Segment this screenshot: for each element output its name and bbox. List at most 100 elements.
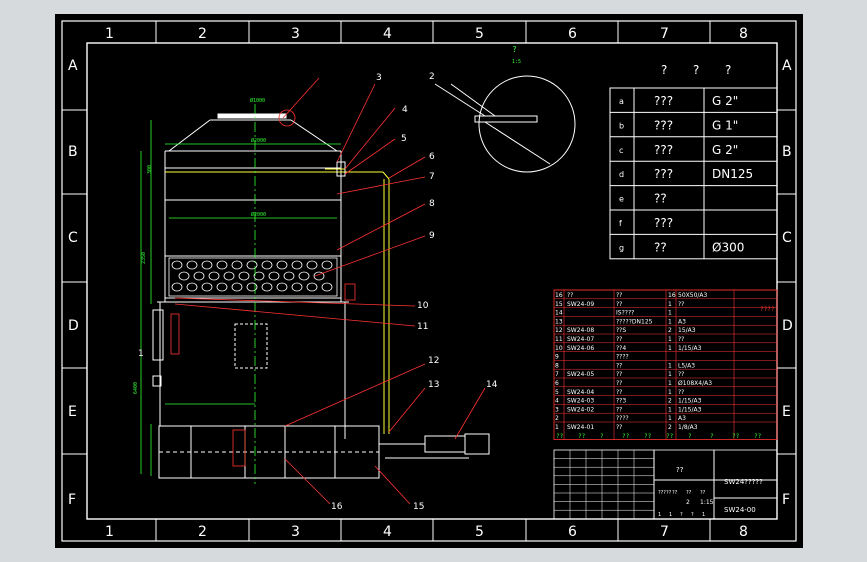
bom-no: 5	[555, 389, 559, 396]
title-sheet-cell: 1	[658, 512, 661, 518]
title-sheet-cell: 1	[669, 512, 672, 518]
svg-text:300: 300	[147, 165, 153, 174]
callout-1: 1	[138, 349, 144, 359]
nozzle-spec: DN125	[712, 167, 753, 181]
grid-row-label: F	[782, 492, 790, 508]
grid-col-label: 3	[291, 524, 300, 540]
bom-material: A3	[678, 318, 686, 325]
bom-qty: 1	[668, 380, 672, 387]
bom-header: ??	[622, 433, 630, 440]
bom-code: SW24-05	[567, 371, 594, 378]
bom-name: ????	[616, 354, 629, 361]
grid-row-label: E	[782, 404, 791, 420]
packing-ring	[276, 282, 288, 292]
bom-header: ??	[644, 433, 652, 440]
grid-col-label: 2	[198, 524, 207, 540]
bom-no: 1	[555, 424, 559, 431]
nozzle-name: ???	[654, 118, 673, 132]
bom-qty: 16	[668, 292, 676, 299]
leader-lines	[170, 77, 486, 505]
grid-row-label: C	[782, 230, 792, 246]
bom-qty: 1	[668, 310, 672, 317]
bom-code: SW24-09	[567, 301, 594, 308]
packing-ring	[216, 282, 228, 292]
bom-name: ??	[616, 389, 622, 396]
grid-col-label: 4	[383, 26, 392, 42]
bom-no: 7	[555, 371, 559, 378]
bom-material: 1/15/A3	[678, 406, 702, 413]
packing-ring	[231, 282, 243, 292]
bom-name: ????	[616, 415, 629, 422]
title-project: SW24?????	[724, 478, 763, 486]
dimension-lines	[140, 104, 341, 484]
grid-col-label: 3	[291, 26, 300, 42]
bom-name: ??	[616, 362, 622, 369]
callout-2: 2	[429, 72, 435, 82]
svg-text:6400: 6400	[133, 382, 139, 394]
packing-ring	[261, 260, 273, 270]
bom-header: ??	[666, 433, 674, 440]
grid-row-label: B	[782, 144, 792, 160]
bom-no: 14	[555, 310, 563, 317]
bom-qty: 1	[668, 406, 672, 413]
packing-layer	[168, 257, 338, 297]
title-scale-value: 1:15	[700, 499, 714, 506]
bom-material: ??	[678, 389, 684, 396]
grid-col-label: 5	[475, 26, 484, 42]
packing-ring	[253, 271, 265, 281]
bom-material: ??	[678, 371, 684, 378]
bom-name: ??	[616, 371, 622, 378]
packing-ring	[276, 260, 288, 270]
bom-qty: 1	[668, 371, 672, 378]
bom-frame	[553, 289, 778, 441]
packing-ring	[186, 282, 198, 292]
bom-code: SW24-07	[567, 336, 594, 343]
tower-elevation	[152, 113, 490, 479]
bom-no: 12	[555, 327, 563, 334]
bom-no: 15	[555, 301, 563, 308]
packing-ring	[238, 271, 250, 281]
callout-8: 8	[429, 199, 435, 209]
bom-material: 15/A3	[678, 327, 696, 334]
nozzle-mark: a	[619, 97, 624, 106]
bom-code: SW24-06	[567, 345, 594, 352]
packing-ring	[261, 282, 273, 292]
callout-5: 5	[401, 134, 407, 144]
nozzle-mark: b	[619, 121, 624, 130]
callout-14: 14	[486, 380, 498, 390]
grid-row-label: D	[68, 318, 79, 334]
packing-ring	[321, 260, 333, 270]
packing-ring	[201, 260, 213, 270]
bom-qty: 1	[668, 415, 672, 422]
detail-scale: 1:5	[512, 59, 521, 65]
bom-qty: 1	[668, 318, 672, 325]
bom-qty: 1	[668, 336, 672, 343]
grid-col-label: 7	[660, 26, 669, 42]
grid-row-label: F	[68, 492, 76, 508]
packing-ring	[291, 282, 303, 292]
bom-name: ??	[616, 292, 622, 299]
nozzle-name: ??	[654, 192, 667, 206]
bom-name: ??	[616, 301, 622, 308]
callout-3: 3	[376, 73, 382, 83]
svg-text:2350: 2350	[141, 252, 147, 264]
nozzle-spec: G 1"	[712, 118, 738, 132]
callout-6: 6	[429, 152, 435, 162]
packing-ring	[208, 271, 220, 281]
grid-col-label: 5	[475, 524, 484, 540]
bom-qty: 1	[668, 362, 672, 369]
grid-col-label: 2	[198, 26, 207, 42]
grid-col-label: 6	[568, 524, 577, 540]
bom-no: 9	[555, 354, 559, 361]
bom-name: ??4	[616, 345, 626, 352]
packing-ring	[201, 282, 213, 292]
title-drawing-no: SW24-00	[724, 506, 756, 514]
title-sheet-cell: 1	[702, 512, 705, 518]
nozzle-name: ???	[654, 143, 673, 157]
bom-name: ??	[616, 406, 622, 413]
